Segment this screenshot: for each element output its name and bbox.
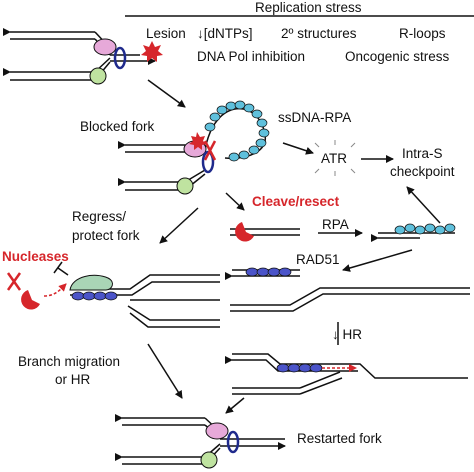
- lesion-icon-blocked: [189, 132, 207, 150]
- helicase-ring: [113, 46, 127, 70]
- arrow-branch-migration: [147, 343, 183, 399]
- label-cleave-resect: Cleave/resect: [252, 194, 340, 209]
- label-branch-migration: Branch migration: [18, 354, 120, 369]
- label-restarted-fork: Restarted fork: [297, 431, 382, 446]
- stress-secondary-structures: 2º structures: [281, 26, 357, 41]
- nuclease-pacman-left-icon: [21, 290, 40, 310]
- label-intra-s: Intra-S: [402, 146, 443, 161]
- label-rpa: RPA: [322, 217, 349, 232]
- label-or-hr: or HR: [55, 372, 91, 387]
- polymerase-pink: [93, 38, 117, 56]
- polymerase-green-restarted: [200, 451, 218, 469]
- label-blocked-fork: Blocked fork: [80, 119, 155, 134]
- polymerase-green: [89, 67, 107, 85]
- arrow-rad51: [342, 249, 413, 272]
- rpa-coated-ssdna: [204, 100, 270, 162]
- arrow-to-regress: [159, 207, 199, 244]
- arrow-to-blocked: [147, 79, 186, 108]
- label-ssdna-rpa: ssDNA-RPA: [278, 110, 351, 125]
- protection-protein: [69, 274, 113, 291]
- label-atr: ATR: [321, 151, 347, 166]
- label-rad51: RAD51: [296, 252, 340, 267]
- polymerase-pink-restarted: [205, 422, 229, 440]
- label-checkpoint: checkpoint: [390, 164, 455, 179]
- donor-duplex: [230, 287, 470, 312]
- stress-r-loops: R-loops: [399, 26, 446, 41]
- label-hr: ↓ HR: [332, 327, 362, 342]
- scissors-icon-left: [6, 272, 22, 291]
- label-nucleases: Nucleases: [2, 249, 69, 264]
- arrow-hr-to-restart: [225, 397, 245, 414]
- arrow-to-cleave: [225, 192, 245, 211]
- hr-invasion: [225, 353, 468, 395]
- replication-fork-top: [3, 28, 156, 81]
- stress-oncogenic: Oncogenic stress: [345, 49, 450, 64]
- rad51-filament: [225, 267, 300, 280]
- inhibition-bar: [53, 261, 69, 276]
- arrow-to-atr: [282, 142, 314, 155]
- polymerase-green-blocked: [176, 177, 194, 195]
- lesion-icon: [141, 41, 163, 62]
- header-title: Replication stress: [255, 0, 362, 15]
- stress-dna-pol-inhibition: DNA Pol inhibition: [197, 49, 305, 64]
- rad51-on-reversed-arm: [71, 291, 118, 301]
- helicase-ring-restarted: [226, 430, 240, 454]
- stress-lesion: Lesion: [146, 26, 186, 41]
- nuclease-pacman-icon: [235, 222, 254, 242]
- label-regress: Regress/: [72, 209, 126, 224]
- arrow-rpa-to-checkpoint: [406, 186, 441, 224]
- rpa-ssdna-right: [371, 223, 456, 242]
- stress-dntps: ↓[dNTPs]: [197, 26, 253, 41]
- scissors-icon: [203, 140, 217, 161]
- label-protect-fork: protect fork: [72, 228, 140, 243]
- nuclease-attack-arrow: [43, 283, 67, 297]
- atr-activation-rays: [314, 140, 356, 176]
